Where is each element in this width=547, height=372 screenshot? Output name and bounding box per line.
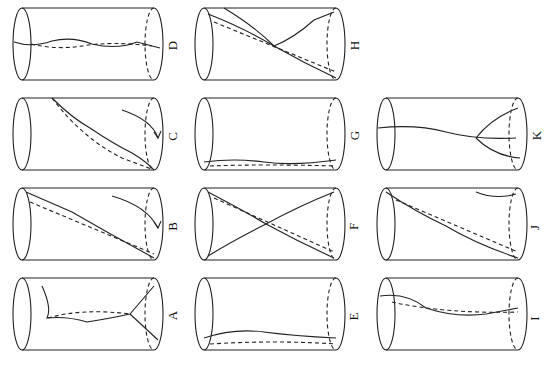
figure-letter: F: [347, 223, 360, 230]
cylinder-k: [377, 98, 527, 170]
cylinder-a: [13, 278, 163, 350]
figure-letter: K: [530, 131, 543, 140]
cylinder-g: [195, 98, 345, 170]
cylinder-i: [377, 278, 527, 350]
cylinder-h: [195, 8, 345, 80]
cylinder-d: [13, 8, 163, 80]
figure-letter: I: [527, 316, 540, 320]
figure-letter: A: [166, 311, 179, 320]
figure-letter: J: [528, 225, 541, 230]
cylinder-f: [195, 188, 345, 260]
figure-letter: G: [348, 131, 361, 140]
figure-letter: H: [348, 41, 361, 50]
cylinder-e: [195, 278, 345, 350]
figure-letter: E: [347, 313, 360, 321]
figure-letter: D: [166, 41, 179, 50]
cylinder-j: [377, 188, 527, 260]
cylinder-b: [13, 188, 163, 260]
figure-letter: C: [165, 132, 178, 141]
cylinder-c: [13, 98, 163, 170]
figure-letter: B: [165, 222, 178, 231]
